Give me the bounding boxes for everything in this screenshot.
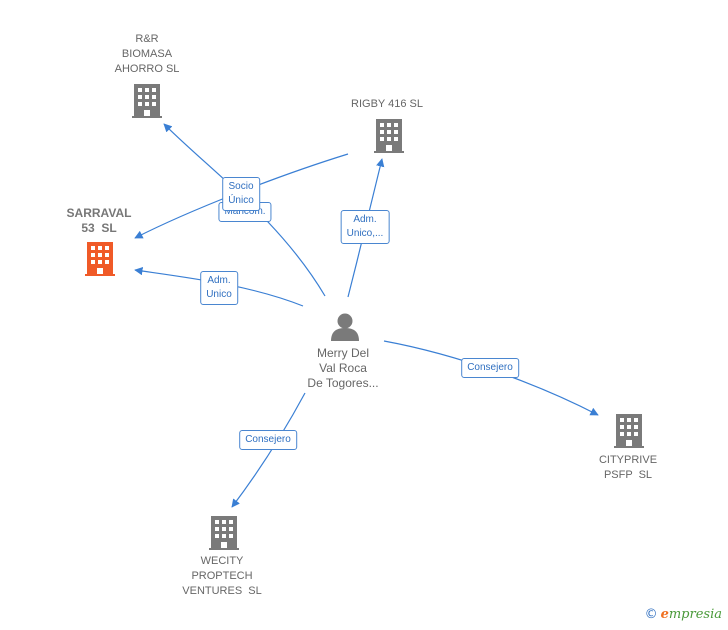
brand-watermark: ©empresia: [645, 607, 722, 622]
node-label-cityprive[interactable]: CITYPRIVE PSFP SL: [599, 453, 657, 483]
node-label-rr-biomasa[interactable]: R&R BIOMASA AHORRO SL: [115, 32, 180, 77]
node-label-sarraval[interactable]: SARRAVAL 53 SL: [67, 206, 132, 236]
node-label-rigby[interactable]: RIGBY 416 SL: [351, 97, 423, 112]
node-label-line: PSFP SL: [603, 469, 653, 481]
edge-label-adm-unico-rigby: Adm. Unico,...: [340, 210, 390, 244]
brand-name: mpresia: [668, 607, 722, 622]
edge-label-consejero-cityprive: Consejero: [461, 358, 519, 378]
node-label-line: SARRAVAL: [66, 206, 132, 220]
node-label-line: Merry Del: [316, 346, 369, 360]
edge-label-line: Unico: [206, 289, 232, 300]
edge-label-line: Consejero: [467, 362, 513, 373]
node-label-line: WECITY: [200, 555, 244, 567]
edge-merry-cityprive: [383, 340, 599, 416]
edge-label-consejero-wecity: Consejero: [239, 430, 297, 450]
edge-label-line: Adm.: [353, 214, 377, 225]
node-label-line: CITYPRIVE: [598, 454, 658, 466]
node-label-line: 53 SL: [81, 221, 117, 235]
node-label-line: R&R: [135, 33, 159, 45]
edge-merry-wecity: [231, 392, 306, 508]
node-label-line: PROPTECH: [191, 570, 253, 582]
node-label-line: Val Roca: [319, 361, 367, 375]
node-label-line: AHORRO SL: [114, 63, 180, 75]
node-label-line: VENTURES SL: [182, 585, 262, 597]
node-label-merry[interactable]: Merry Del Val Roca De Togores...: [307, 346, 378, 391]
building-icon[interactable]: [614, 414, 644, 448]
building-icon[interactable]: [209, 516, 239, 550]
edge-label-line: Consejero: [245, 434, 291, 445]
node-label-line: RIGBY 416 SL: [351, 98, 423, 110]
building-icon-highlight[interactable]: [85, 242, 115, 276]
edge-label-line: Único: [228, 195, 254, 206]
edge-label-adm-unico-sarraval: Adm. Unico: [200, 271, 238, 305]
building-icon[interactable]: [374, 119, 404, 153]
node-label-wecity[interactable]: WECITY PROPTECH VENTURES SL: [182, 554, 261, 599]
node-label-line: BIOMASA: [121, 48, 173, 60]
edge-label-socio-unico: Socio Único: [222, 177, 260, 211]
edge-label-line: Mancom.: [224, 206, 266, 217]
edge-label-line: Socio: [228, 181, 254, 192]
brand-initial: e: [660, 607, 669, 622]
person-icon[interactable]: [331, 313, 359, 342]
node-label-line: De Togores...: [307, 376, 379, 390]
edge-label-line: Adm.: [207, 275, 231, 286]
copyright-icon: ©: [644, 607, 658, 622]
edge-label-line: Unico,...: [346, 228, 384, 239]
building-icon[interactable]: [132, 84, 162, 118]
